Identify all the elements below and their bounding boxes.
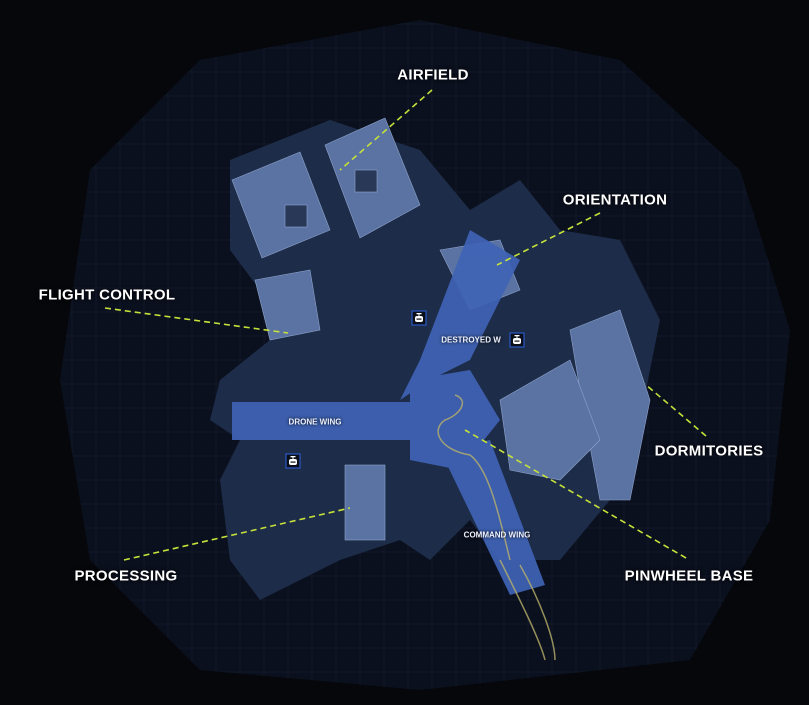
area-label-command-wing: COMMAND WING: [463, 530, 531, 540]
area-label-drone-wing: DRONE WING: [288, 417, 342, 427]
drone-marker[interactable]: [509, 332, 525, 348]
leader-lines: [104, 89, 707, 561]
zone-label-orientation[interactable]: ORIENTATION: [562, 191, 668, 209]
wings: [232, 230, 545, 595]
drone-icon: [289, 456, 297, 465]
drone-marker[interactable]: [411, 310, 427, 326]
zone-label-dormitories[interactable]: DORMITORIES: [654, 442, 764, 460]
area-label-destroyed-wing: DESTROYED W: [441, 335, 501, 345]
drone-icon: [513, 335, 521, 344]
drone-icon: [415, 313, 423, 322]
zone-label-processing[interactable]: PROCESSING: [74, 567, 178, 585]
zone-label-airfield[interactable]: AIRFIELD: [397, 66, 469, 84]
drone-marker[interactable]: [285, 453, 301, 469]
paths: [437, 394, 556, 661]
zone-label-pinwheel-base[interactable]: PINWHEEL BASE: [624, 567, 754, 585]
zone-label-flight-control[interactable]: FLIGHT CONTROL: [38, 286, 176, 304]
